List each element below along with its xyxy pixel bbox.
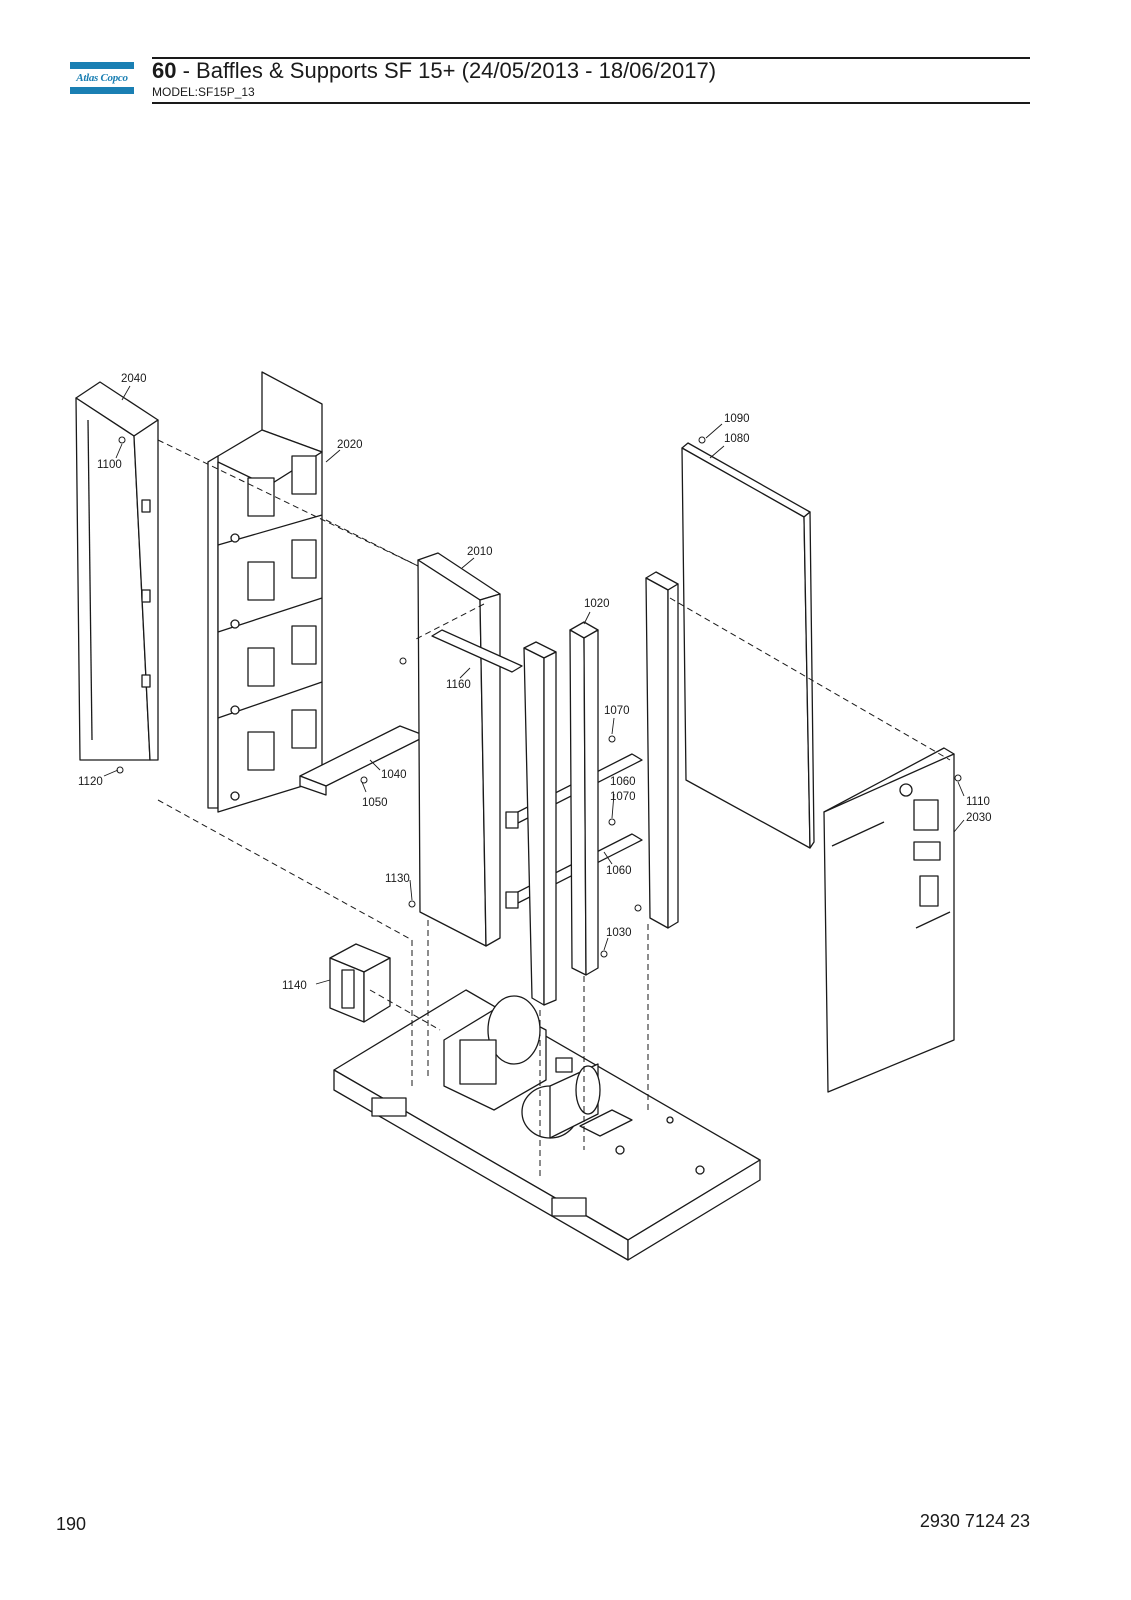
callout-2020: 2020 [337, 439, 363, 451]
assembly-dashed-lines [157, 439, 951, 1180]
callout-1070-upper: 1070 [604, 705, 630, 717]
callout-1040: 1040 [381, 769, 407, 781]
logo-bottom-stripe [70, 87, 134, 94]
callout-2030: 2030 [966, 812, 992, 824]
callout-1070-lower: 1070 [610, 791, 636, 803]
part-vertical-rail [523, 641, 557, 1006]
callout-2010: 2010 [467, 546, 493, 558]
callout-1120: 1120 [78, 776, 103, 788]
part-right-rail [645, 571, 679, 929]
part-2010-center-baffle [417, 552, 501, 947]
part-1160-strip [431, 629, 523, 673]
callout-1130: 1130 [385, 873, 410, 885]
callout-labels: 2040 1100 1120 2020 1040 1050 2010 1160 … [78, 373, 992, 992]
part-2020-baffle-panel [207, 371, 323, 813]
document-number: 2930 7124 23 [919, 1511, 1030, 1531]
callout-1050: 1050 [362, 797, 388, 809]
section-title: - Baffles & Supports SF 15+ (24/05/2013 … [176, 58, 717, 83]
section-number: 60 [152, 58, 177, 83]
callout-1140: 1140 [282, 980, 307, 992]
callout-1110: 1110 [966, 796, 990, 808]
callout-1160: 1160 [446, 679, 471, 691]
header-top-rule [152, 57, 1030, 59]
page-title: 60 - Baffles & Supports SF 15+ (24/05/20… [152, 57, 716, 85]
callout-leader-lines [103, 385, 965, 985]
part-1020-support-column [569, 621, 599, 976]
part-2040-side-panel [75, 381, 159, 761]
part-compressor-motor-assembly [443, 995, 633, 1139]
callout-1060-lower: 1060 [606, 865, 632, 877]
callout-1090: 1090 [724, 413, 750, 425]
part-1080-rear-panel [681, 442, 815, 849]
part-2030-side-panel [823, 747, 955, 1093]
callout-1030: 1030 [606, 927, 632, 939]
logo-top-stripe [70, 62, 134, 69]
part-1140-cover [329, 943, 391, 1023]
atlas-copco-logo: Atlas Copco [70, 62, 134, 94]
page-number: 190 [56, 1514, 87, 1534]
callout-1020: 1020 [584, 598, 610, 610]
header-bottom-rule [152, 102, 1030, 104]
callout-1060-upper: 1060 [610, 776, 636, 788]
callout-2040: 2040 [121, 373, 147, 385]
logo-wordmark: Atlas Copco [76, 72, 128, 84]
model-label: MODEL:SF15P_13 [152, 85, 255, 99]
callout-1080: 1080 [724, 433, 750, 445]
callout-1100: 1100 [97, 459, 122, 471]
